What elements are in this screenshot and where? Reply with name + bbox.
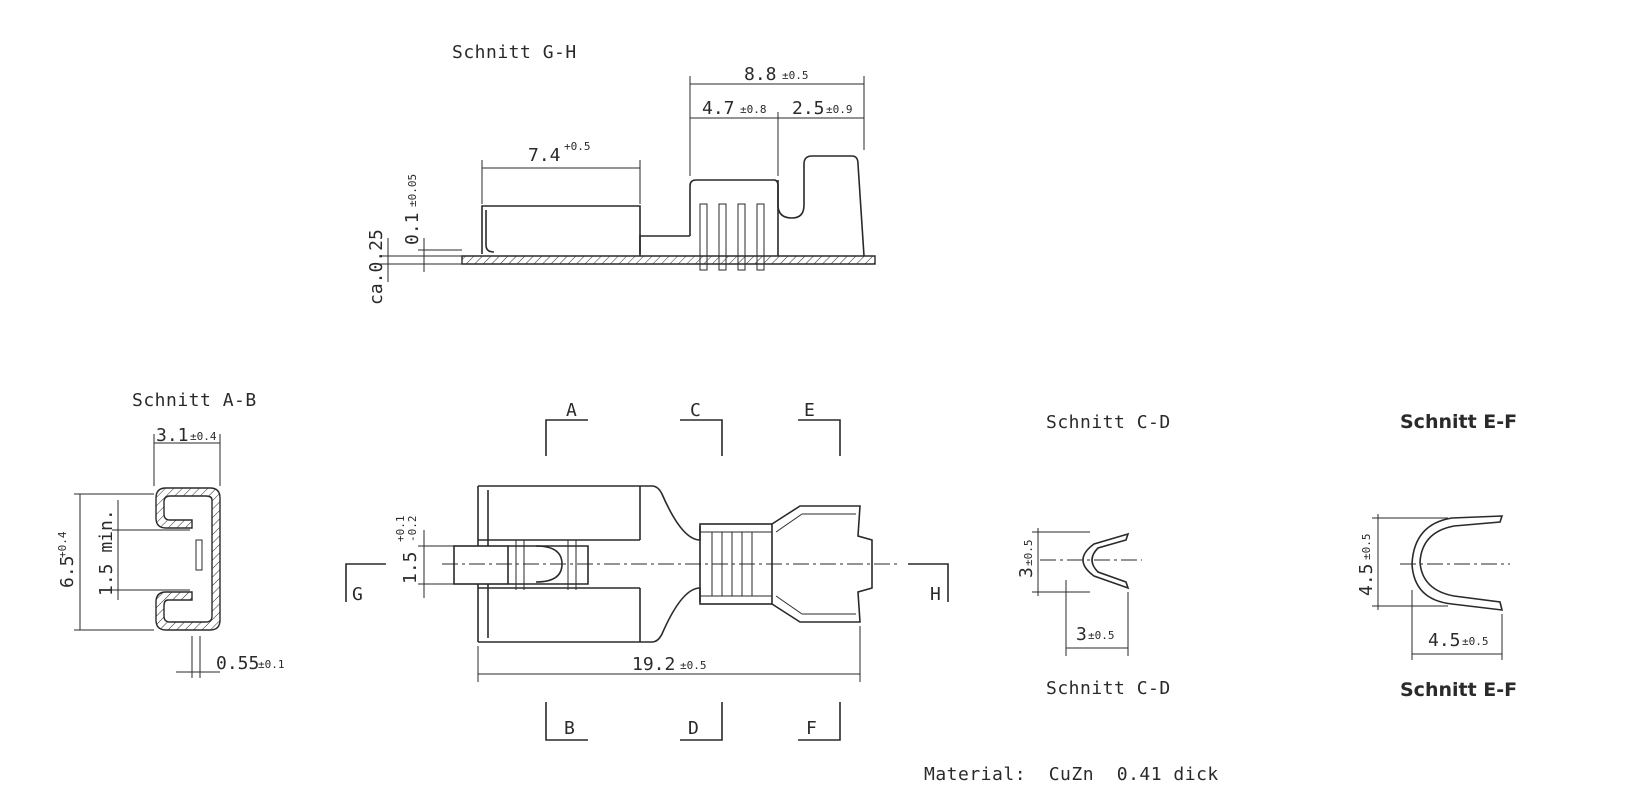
dim-cd-w-value: 3	[1076, 624, 1087, 645]
dim-4-7-tol: ±0.8	[740, 103, 767, 116]
dim-4-7-value: 4.7	[702, 98, 735, 119]
dim-3-1-value: 3.1	[156, 425, 189, 446]
cut-marker-h: H	[930, 584, 941, 605]
cut-marker-a: A	[566, 400, 577, 421]
section-cd-view: Schnitt C-D 3 ±0.5 3 ±0.5 Schnitt C-D	[1016, 412, 1171, 699]
dim-0-1-tol: ±0.05	[406, 174, 419, 207]
dim-cd-w-tol: ±0.5	[1088, 629, 1115, 642]
dim-6-5-value: 6.5	[57, 555, 78, 588]
dim-6-5-tol: +0.4	[56, 531, 69, 558]
dim-19-2-tol: ±0.5	[680, 659, 707, 672]
section-ab-view: Schnitt A-B 3.1 ±0.4 6.5 +0.4 1.5 min. 0…	[56, 390, 285, 678]
dim-8-8-tol: ±0.5	[782, 69, 809, 82]
dim-19-2-value: 19.2	[632, 654, 675, 675]
section-ef-label-bottom: Schnitt E-F	[1400, 679, 1517, 701]
section-cd-label-top: Schnitt C-D	[1046, 412, 1171, 433]
cut-marker-b: B	[564, 718, 575, 739]
section-gh-view: Schnitt G-H 8.8 ±0.5 4.7 ±0.8 2.5 ±0.9	[366, 42, 876, 305]
dim-3-1-tol: ±0.4	[190, 430, 217, 443]
dim-ef-w-value: 4.5	[1428, 630, 1461, 651]
cut-marker-g: G	[352, 584, 363, 605]
cut-marker-e: E	[804, 400, 815, 421]
section-ab-label: Schnitt A-B	[132, 390, 257, 411]
main-plan-view: 1.5 +0.1 -0.2 19.2 ±0.5 A B C D E F G H	[345, 400, 949, 741]
section-ef-view: Schnitt E-F 4.5 ±0.5 4.5 ±0.5 Schnitt E-…	[1356, 411, 1517, 701]
dim-ef-h-value: 4.5	[1356, 563, 1377, 596]
dim-ef-h-tol: ±0.5	[1360, 534, 1373, 561]
dim-cd-h-tol: ±0.5	[1022, 540, 1035, 567]
cut-marker-f: F	[806, 718, 817, 739]
material-note: Material: CuZn 0.41 dick	[924, 764, 1219, 785]
dim-8-8-value: 8.8	[744, 64, 777, 85]
dim-ef-w-tol: ±0.5	[1462, 635, 1489, 648]
dim-0-55-value: 0.55	[216, 653, 259, 674]
dim-1-5-min: 1.5 min.	[96, 509, 117, 596]
dim-1-5-tol-down: -0.2	[406, 516, 419, 543]
dim-0-55-tol: ±0.1	[258, 658, 285, 671]
dim-ca-0-25: ca.0.25	[366, 229, 387, 305]
dim-1-5-value: 1.5	[400, 551, 421, 584]
dim-0-1-value: 0.1	[402, 212, 423, 245]
dim-2-5-value: 2.5	[792, 98, 825, 119]
dim-7-4-tol: +0.5	[564, 140, 591, 153]
section-cd-label-bottom: Schnitt C-D	[1046, 678, 1171, 699]
dim-2-5-tol: ±0.9	[826, 103, 853, 116]
cut-marker-d: D	[688, 718, 699, 739]
section-ef-label-top: Schnitt E-F	[1400, 411, 1517, 433]
dim-cd-h-value: 3	[1016, 567, 1037, 578]
dim-1-5-tol-up: +0.1	[394, 516, 407, 543]
cut-marker-c: C	[690, 400, 701, 421]
section-gh-label: Schnitt G-H	[452, 42, 577, 63]
serrations	[699, 203, 765, 271]
dim-7-4-value: 7.4	[528, 145, 561, 166]
